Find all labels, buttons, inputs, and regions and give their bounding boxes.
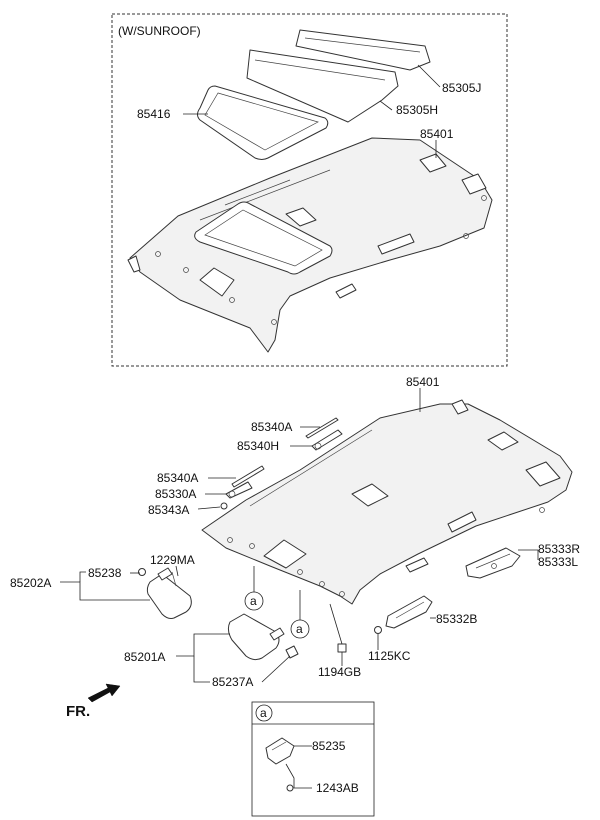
leader-1243AB: [285, 763, 312, 789]
label-m-85401: 85401: [406, 375, 440, 389]
label-85340H: 85340H: [237, 439, 279, 453]
leader-85343A: [197, 506, 221, 510]
inset-callout-text: a: [260, 706, 267, 720]
sunroof-headliner-part-85401: [127, 137, 493, 353]
assist-rail-part-85340A-lower: [231, 465, 265, 488]
leader-85333R: [518, 549, 539, 560]
label-85340A-2: 85340A: [157, 471, 198, 485]
sun-visor-part-85201A: [227, 613, 285, 661]
label-1194GB: 1194GB: [318, 665, 361, 679]
front-arrow-icon: [87, 683, 121, 703]
leader-85202A-b: [79, 571, 86, 582]
trim-part-85333R-L: [465, 547, 521, 579]
leader-85201A: [176, 633, 230, 657]
inset-callout: [255, 704, 273, 722]
assist-rail-part-85340A-upper: [305, 417, 339, 439]
inset-detail-box: a 85235 1243AB: [251, 701, 375, 817]
label-1229MA: 1229MA: [150, 553, 195, 567]
label-85201A: 85201A: [124, 650, 165, 664]
label-85202A: 85202A: [10, 576, 51, 590]
clip-part-1125KC: [374, 626, 382, 634]
sunroof-sunshade-part-85305J: [295, 29, 431, 71]
front-direction-indicator: FR.: [66, 683, 121, 720]
headliner-part-85401: [201, 399, 573, 605]
bracket-part-85330A: [225, 481, 253, 499]
leader-85202A: [60, 581, 150, 601]
label-85238: 85238: [88, 566, 122, 580]
callout-a1-text: a: [250, 594, 257, 608]
label-sr-85401: 85401: [420, 127, 454, 141]
screw-part-1229MA: [157, 567, 177, 587]
clip-part-85237A: [285, 645, 299, 659]
sunroof-sunshade-part-85305H: [246, 49, 399, 123]
leader-85237A: [261, 655, 291, 683]
label-85416: 85416: [137, 107, 171, 121]
label-85343A: 85343A: [148, 503, 189, 517]
label-85235: 85235: [312, 739, 346, 753]
clip-part-85238: [138, 568, 146, 576]
leader-85305J: [417, 64, 441, 88]
callout-a2-text: a: [296, 622, 303, 636]
assist-rail-part-85340H: [311, 429, 343, 451]
label-85305H: 85305H: [396, 103, 438, 117]
label-85333L: 85333L: [538, 555, 578, 569]
label-85305J: 85305J: [442, 81, 481, 95]
trim-part-85332B: [385, 595, 433, 629]
callout-a2: [290, 619, 310, 639]
label-85332B: 85332B: [436, 612, 477, 626]
clip-part-1194GB: [337, 643, 347, 653]
leader-85305H: [379, 100, 393, 111]
label-85237A: 85237A: [212, 675, 253, 689]
sunroof-frame-part-85416: [197, 85, 329, 160]
sunroof-variant-box: [111, 13, 508, 367]
screw-part-85343A: [220, 502, 228, 510]
front-direction-label: FR.: [66, 703, 90, 720]
screw-part-1243AB: [286, 784, 294, 792]
label-85340A-1: 85340A: [251, 420, 292, 434]
holder-part-85235: [265, 737, 295, 765]
label-85333R: 85333R: [538, 542, 580, 556]
sunroof-box-title: (W/SUNROOF): [118, 24, 201, 38]
callout-a1: [244, 591, 264, 611]
label-1125KC: 1125KC: [368, 649, 411, 663]
inset-frame: [251, 701, 375, 817]
leader-85201A-b: [193, 656, 210, 683]
leader-1194GB: [329, 603, 343, 645]
label-1243AB: 1243AB: [316, 781, 359, 795]
sun-visor-part-85202A: [146, 573, 192, 619]
label-85330A: 85330A: [155, 487, 196, 501]
leader-1229MA: [175, 565, 179, 577]
